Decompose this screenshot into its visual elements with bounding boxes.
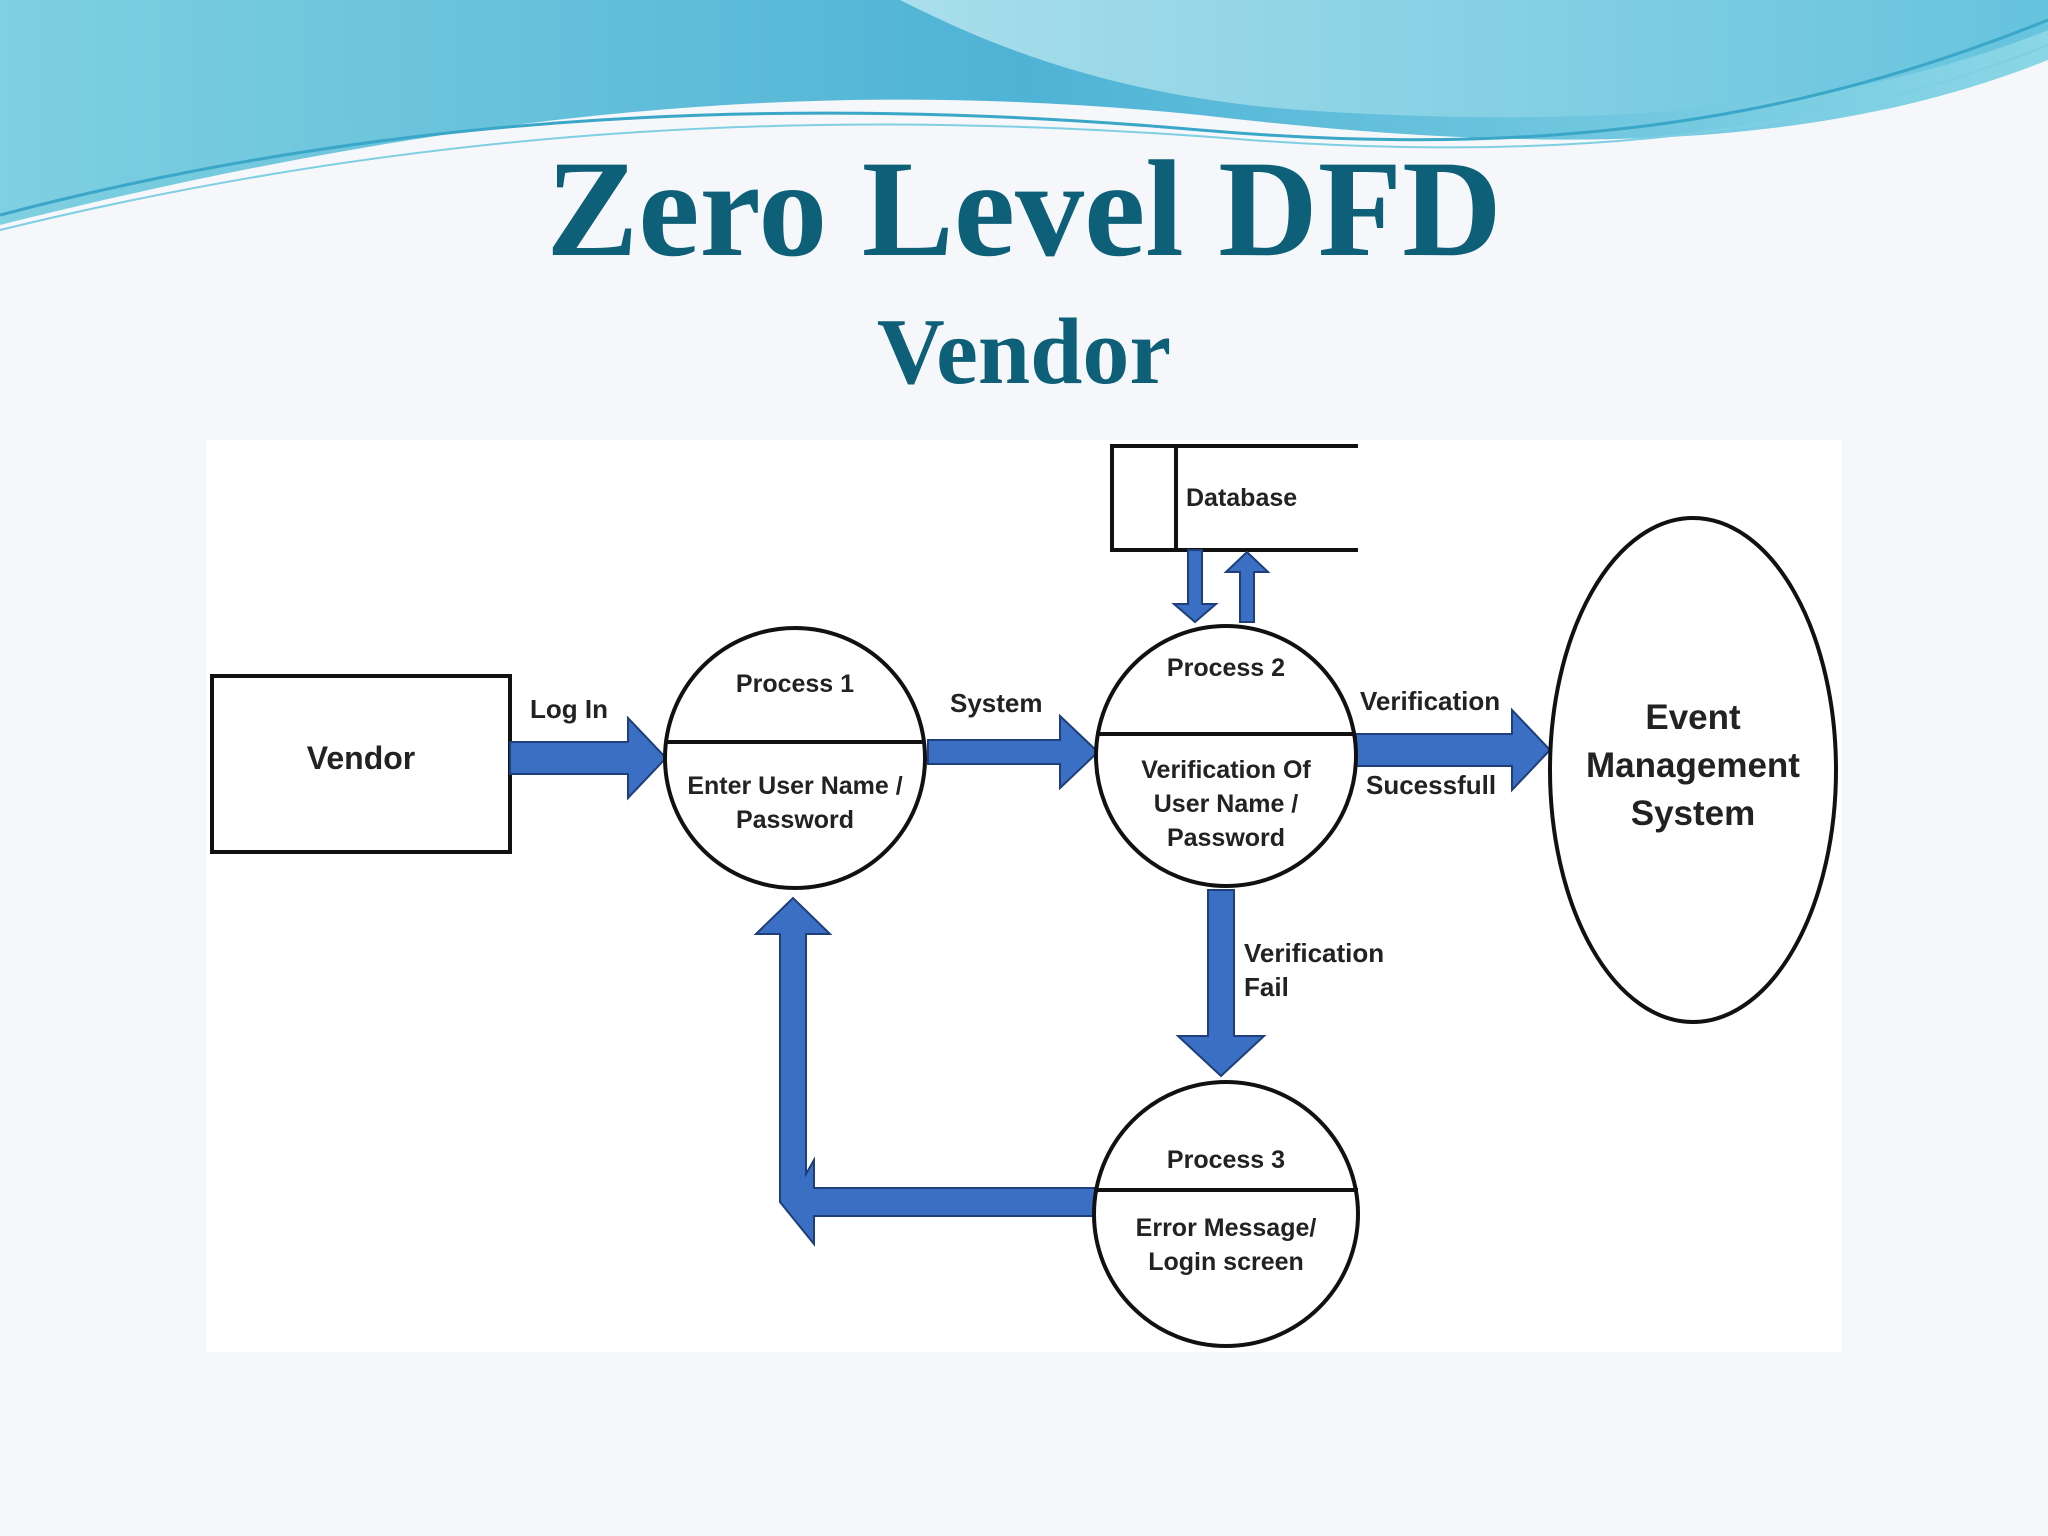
arrow-to-database [1171, 549, 1219, 624]
arrow-system [927, 713, 1100, 791]
process-2-body-line1: Verification Of [1141, 756, 1311, 784]
database-store-shape [1110, 444, 1358, 552]
process-2-circle [1094, 624, 1358, 888]
header-wave-decoration [0, 0, 2048, 231]
dfd-diagram: .arw { fill: #3a6fc4; stroke: #1f3f7a; s… [206, 440, 1842, 1352]
flow-label-verification-fail-1: Verification [1244, 938, 1385, 968]
flow-label-verification-success-2: Sucessfull [1366, 770, 1497, 800]
event-management-system-line1: Event [1645, 698, 1741, 737]
slide-title: Zero Level DFD [546, 132, 1502, 285]
arrow-error-return [753, 896, 1101, 1247]
slide-subtitle: Vendor [876, 300, 1172, 404]
event-management-system-line2: Management [1586, 746, 1800, 785]
process-3-body-line1: Error Message/ [1135, 1214, 1317, 1242]
arrow-verification-success [1355, 707, 1552, 793]
arrow-verification-fail [1175, 889, 1267, 1078]
process-3-circle [1092, 1080, 1360, 1348]
process-1-body-line1: Enter User Name / [687, 772, 903, 800]
arrow-login [509, 715, 668, 801]
flow-label-login: Log In [530, 694, 608, 724]
process-2-title: Process 2 [1166, 654, 1286, 682]
process-1-circle [663, 626, 927, 890]
event-management-system-line3: System [1630, 794, 1756, 833]
vendor-entity-box [210, 674, 512, 854]
arrow-from-database [1223, 550, 1271, 623]
process-1-title: Process 1 [735, 670, 855, 698]
event-management-system-ellipse [1548, 516, 1838, 1024]
process-2-body-line2: User Name / [1153, 790, 1299, 818]
vendor-entity-label: Vendor [306, 740, 416, 776]
flow-label-verification-success-1: Verification [1360, 686, 1501, 716]
process-3-title: Process 3 [1166, 1146, 1286, 1174]
process-3-body-line2: Login screen [1148, 1248, 1304, 1276]
process-1-body-line2: Password [735, 806, 855, 834]
flow-label-verification-fail-2: Fail [1244, 972, 1289, 1002]
database-label: Database [1186, 484, 1298, 512]
process-2-body-line3: Password [1166, 824, 1286, 852]
flow-label-system: System [950, 688, 1043, 718]
